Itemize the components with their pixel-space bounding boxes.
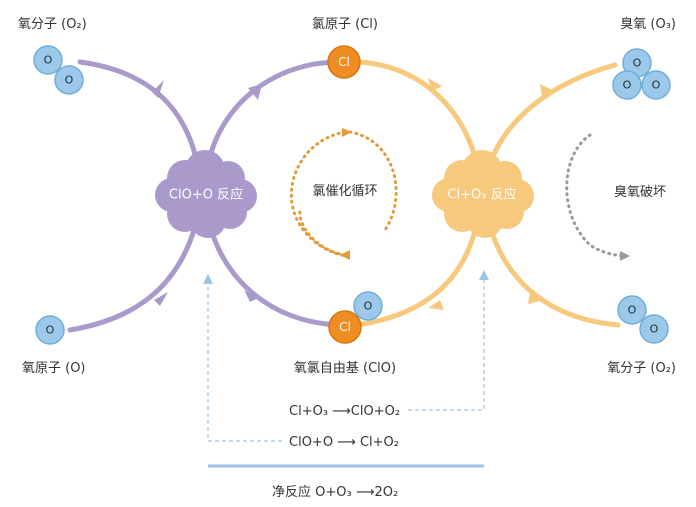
svg-text:Cl: Cl (339, 320, 351, 334)
dashed-arrowhead-left (203, 274, 213, 284)
purple-arrowhead (248, 84, 262, 100)
orange-arrowhead (428, 300, 444, 310)
o2-bottom-right-label: 氧分子 (O₂) (607, 361, 676, 376)
o2-molecule-top-left: O O (33, 45, 84, 95)
clo-o-reaction-cloud: ClO+O 反应 (155, 150, 257, 238)
cycle-arrowhead-top (342, 128, 352, 137)
equation-cl-o3: Cl+O₃ ⟶ClO+O₂ (289, 404, 400, 419)
dashed-arrowhead-right (479, 270, 489, 280)
o2-molecule-bottom-right: O O (617, 295, 669, 344)
orange-arrowhead (428, 78, 442, 92)
purple-arc-from-o (67, 202, 203, 333)
dashed-connector-eq2 (207, 282, 282, 442)
orange-arrowhead (528, 292, 544, 304)
o-atom-bottom-left: O (35, 315, 65, 345)
svg-text:Cl: Cl (338, 55, 350, 69)
destruction-arrowhead (620, 251, 630, 261)
equation-clo-o: ClO+O ⟶ Cl+O₂ (289, 435, 399, 450)
cl-atom-top: Cl (327, 45, 361, 79)
purple-arrowhead (154, 292, 168, 306)
ozone-destruction-label: 臭氧破坏 (614, 185, 666, 200)
catalytic-cycle-dots-left-low (298, 208, 347, 257)
clo-radical: O Cl (328, 291, 383, 344)
dashed-connector-eq1 (408, 278, 485, 411)
o-atom-label: 氧原子 (O) (22, 361, 86, 376)
svg-text:O: O (628, 304, 637, 317)
cl-o3-reaction-cloud: Cl+O₃ 反应 (432, 150, 534, 238)
svg-text:O: O (633, 57, 642, 70)
clo-o-reaction-label: ClO+O 反应 (169, 187, 243, 203)
svg-text:O: O (46, 324, 55, 337)
svg-text:O: O (65, 74, 74, 87)
o2-top-left-label: 氧分子 (O₂) (18, 17, 87, 32)
catalytic-cycle-label: 氯催化循环 (312, 184, 377, 199)
svg-text:O: O (652, 79, 661, 92)
purple-arrowhead (244, 290, 258, 302)
svg-text:O: O (650, 323, 659, 336)
net-reaction-equation: 净反应 O+O₃ ⟶2O₂ (272, 484, 398, 500)
svg-text:O: O (364, 300, 373, 313)
clo-radical-label: 氧氯自由基 (ClO) (294, 361, 396, 376)
ozone-label: 臭氧 (O₃) (620, 17, 676, 32)
cl-o3-reaction-label: Cl+O₃ 反应 (447, 187, 516, 203)
orange-arrowhead (540, 84, 552, 96)
ozone-molecule: O O O (612, 48, 671, 100)
cl-atom-label: 氯原子 (Cl) (312, 17, 378, 32)
purple-arrowhead (152, 80, 164, 98)
catalytic-cycle-dots-right (348, 130, 398, 232)
svg-text:O: O (623, 79, 632, 92)
svg-text:O: O (44, 54, 53, 67)
